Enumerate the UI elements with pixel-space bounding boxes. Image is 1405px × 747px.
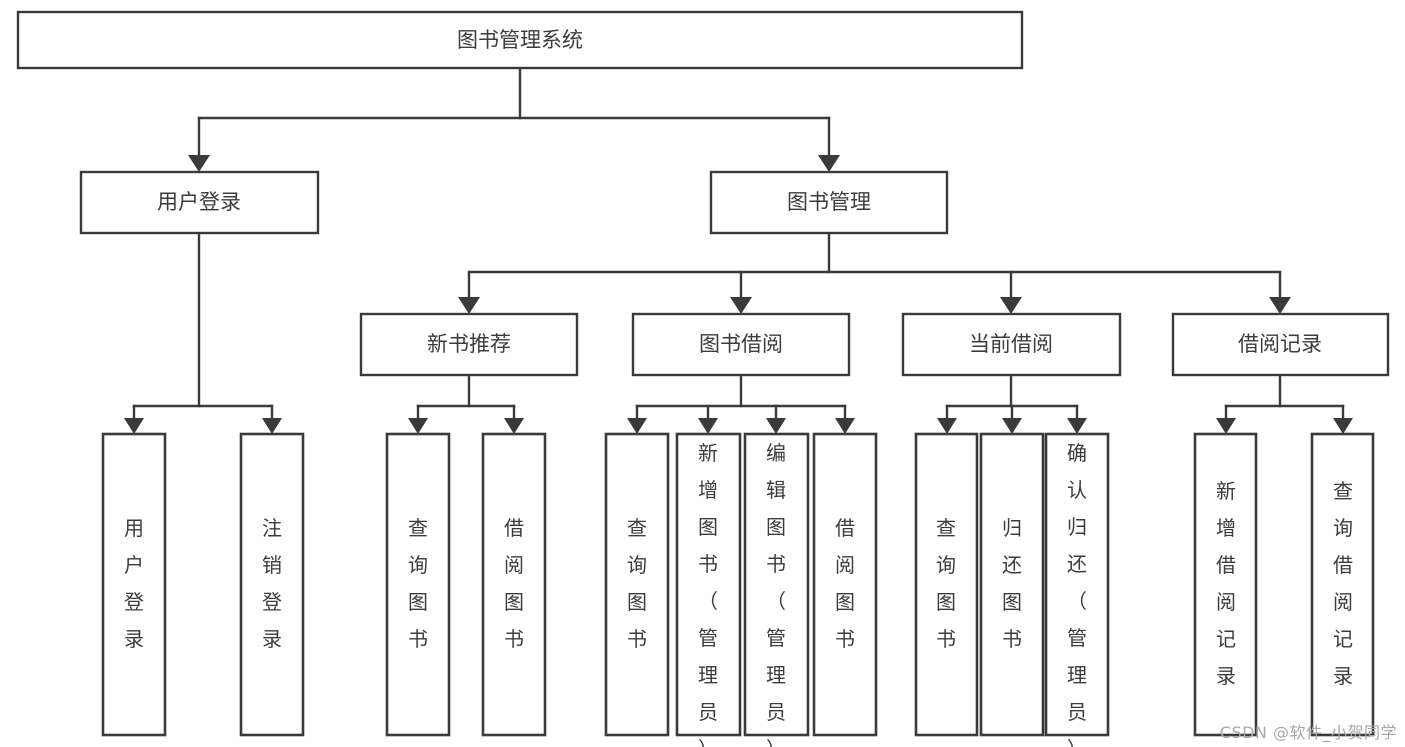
node-book-borrow-box[interactable] xyxy=(631,312,851,377)
node-leaf-query-books-borrow-label: 查询图书 xyxy=(627,516,647,651)
node-leaf-borrow-books-recommend-box[interactable] xyxy=(481,432,547,737)
node-leaf-return-books-box[interactable] xyxy=(979,432,1045,737)
arrowhead-leaf-borrow-books-recommend-icon xyxy=(504,418,524,434)
node-new-book-recommend[interactable]: 新书推荐 xyxy=(359,312,579,377)
node-leaf-add-book-admin-box[interactable] xyxy=(675,432,742,737)
node-borrow-records-box[interactable] xyxy=(1171,312,1390,377)
arrowhead-leaf-add-book-icon xyxy=(698,418,718,434)
node-leaf-add-book-admin-label: 新增图书（管理员） xyxy=(698,441,718,747)
arrowhead-leaf-query-books-borrow-icon xyxy=(627,418,647,434)
node-current-borrow-label: 当前借阅 xyxy=(969,332,1053,356)
node-borrow-records-label: 借阅记录 xyxy=(1238,332,1322,356)
node-current-borrow-box[interactable] xyxy=(901,312,1122,377)
node-leaf-query-books-current-box[interactable] xyxy=(914,432,979,737)
node-book-management[interactable]: 图书管理 xyxy=(709,170,949,235)
node-leaf-edit-book-admin-box[interactable] xyxy=(743,432,810,737)
node-book-borrow[interactable]: 图书借阅 xyxy=(631,312,851,377)
node-leaf-user-login-box[interactable] xyxy=(101,432,167,737)
arrowhead-book-management-icon xyxy=(818,155,840,172)
node-root[interactable]: 图书管理系统 xyxy=(16,10,1024,70)
node-user-login-label: 用户登录 xyxy=(157,190,241,214)
node-leaf-query-books-recommend-label: 查询图书 xyxy=(408,516,428,651)
connector-layer xyxy=(124,66,1353,434)
arrowhead-book-borrow-icon xyxy=(730,297,752,314)
node-leaf-borrow-books-recommend-label: 借阅图书 xyxy=(504,516,524,651)
node-user-login[interactable]: 用户登录 xyxy=(79,170,320,235)
arrowhead-leaf-return-books-icon xyxy=(1002,418,1022,434)
arrowhead-leaf-confirm-return-icon xyxy=(1067,418,1087,434)
arrowhead-leaf-query-borrow-record-icon xyxy=(1333,418,1353,434)
node-root-label: 图书管理系统 xyxy=(457,28,583,52)
node-leaf-edit-book-admin-label: 编辑图书（管理员） xyxy=(766,441,786,747)
arrowhead-leaf-query-books-current-icon xyxy=(937,418,957,434)
arrowhead-user-login-icon xyxy=(188,155,210,172)
arrowhead-borrow-records-icon xyxy=(1269,297,1291,314)
node-new-book-recommend-box[interactable] xyxy=(359,312,579,377)
arrowhead-new-book-icon xyxy=(458,297,480,314)
node-leaf-query-borrow-record-box[interactable] xyxy=(1310,432,1375,737)
node-leaf-query-borrow-record-label: 查询借阅记录 xyxy=(1333,479,1353,688)
node-leaf-query-books-recommend-box[interactable] xyxy=(385,432,451,737)
node-leaf-logout-login-box[interactable] xyxy=(239,432,305,737)
node-user-login-box[interactable] xyxy=(79,170,320,235)
arrowhead-leaf-borrow-books-borrow-icon xyxy=(835,418,855,434)
node-borrow-records[interactable]: 借阅记录 xyxy=(1171,312,1390,377)
node-new-book-recommend-label: 新书推荐 xyxy=(427,332,511,356)
node-book-management-label: 图书管理 xyxy=(787,190,871,214)
node-leaf-user-login-label: 用户登录 xyxy=(124,516,144,651)
leaf-node-group xyxy=(101,432,1375,737)
node-root-box[interactable] xyxy=(16,10,1024,70)
node-book-borrow-label: 图书借阅 xyxy=(699,332,783,356)
arrowhead-leaf-user-login-icon xyxy=(124,418,144,434)
csdn-watermark: CSDN @软件_小贺同学 xyxy=(1219,723,1397,742)
arrowhead-leaf-edit-book-icon xyxy=(766,418,786,434)
node-leaf-add-borrow-record-label: 新增借阅记录 xyxy=(1216,479,1236,688)
node-book-management-box[interactable] xyxy=(709,170,949,235)
node-current-borrow[interactable]: 当前借阅 xyxy=(901,312,1122,377)
node-leaf-query-books-borrow-box[interactable] xyxy=(604,432,670,737)
node-leaf-logout-login-label: 注销登录 xyxy=(262,516,282,651)
arrowhead-leaf-add-borrow-record-icon xyxy=(1216,418,1236,434)
node-leaf-borrow-books-borrow-label: 借阅图书 xyxy=(835,516,855,651)
node-leaf-add-borrow-record-box[interactable] xyxy=(1193,432,1258,737)
arrowhead-current-borrow-icon xyxy=(1000,297,1022,314)
node-leaf-confirm-return-admin-box[interactable] xyxy=(1044,432,1110,737)
leaf-label-layer: 用户登录 注销登录 查询图书 借阅图书 查询图书 新增图书（管理员） 编辑图书（… xyxy=(124,441,1353,747)
node-leaf-borrow-books-borrow-box[interactable] xyxy=(812,432,878,737)
arrowhead-leaf-logout-icon xyxy=(262,418,282,434)
node-leaf-confirm-return-admin-label: 确认归还（管理员） xyxy=(1067,441,1087,747)
node-leaf-query-books-current-label: 查询图书 xyxy=(936,516,956,651)
arrowhead-leaf-query-books-recommend-icon xyxy=(408,418,428,434)
node-leaf-return-books-label: 归还图书 xyxy=(1002,516,1022,651)
